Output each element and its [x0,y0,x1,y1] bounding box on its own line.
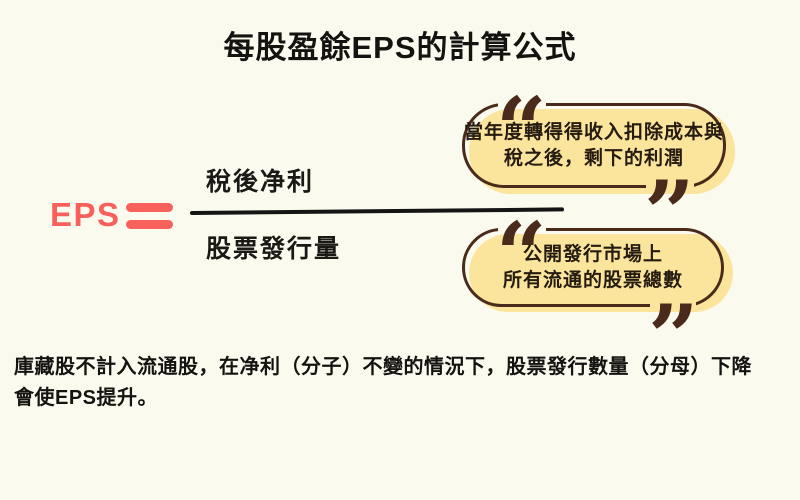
callout-text: 當年度轉得得收入扣除成本與 稅之後，剩下的利潤 [462,103,726,188]
equals-bar-top [126,203,173,212]
equals-bar-bottom [126,220,173,229]
border-gap-patch [498,223,546,233]
border-gap-patch [646,180,694,192]
callout-numerator-note: “ ” 當年度轉得得收入扣除成本與 稅之後，剩下的利潤 [458,85,743,257]
callout-text-line: 當年度轉得得收入扣除成本與 [463,121,724,143]
border-gap-patch [650,301,696,312]
border-gap-patch [498,98,546,108]
formula-lhs-eps: EPS [50,196,121,233]
callout-outline [462,228,724,307]
footnote: 庫藏股不計入流通股，在净利（分子）不變的情況下，股票發行數量（分母）下降 會使E… [14,352,792,414]
callout-text: 公開發行市場上 所有流通的股票總數 [462,228,724,307]
page-title: 每股盈餘EPS的計算公式 [223,30,577,65]
formula-denominator: 股票發行量 [206,235,342,263]
footnote-line-1: 庫藏股不計入流通股，在净利（分子）不變的情況下，股票發行數量（分母）下降 [14,356,752,378]
callout-text-line: 稅之後，剩下的利潤 [503,147,684,169]
equals-icon [126,203,173,229]
callout-denominator-note: “ ” 公開發行市場上 所有流通的股票總數 [458,210,743,381]
callout-text-line: 公開發行市場上 [522,243,663,265]
footnote-line-2: 會使EPS提升。 [14,387,159,409]
callout-text-line: 所有流通的股票總數 [502,269,683,291]
formula-numerator: 稅後净利 [206,168,315,196]
callout-outline [462,103,726,188]
